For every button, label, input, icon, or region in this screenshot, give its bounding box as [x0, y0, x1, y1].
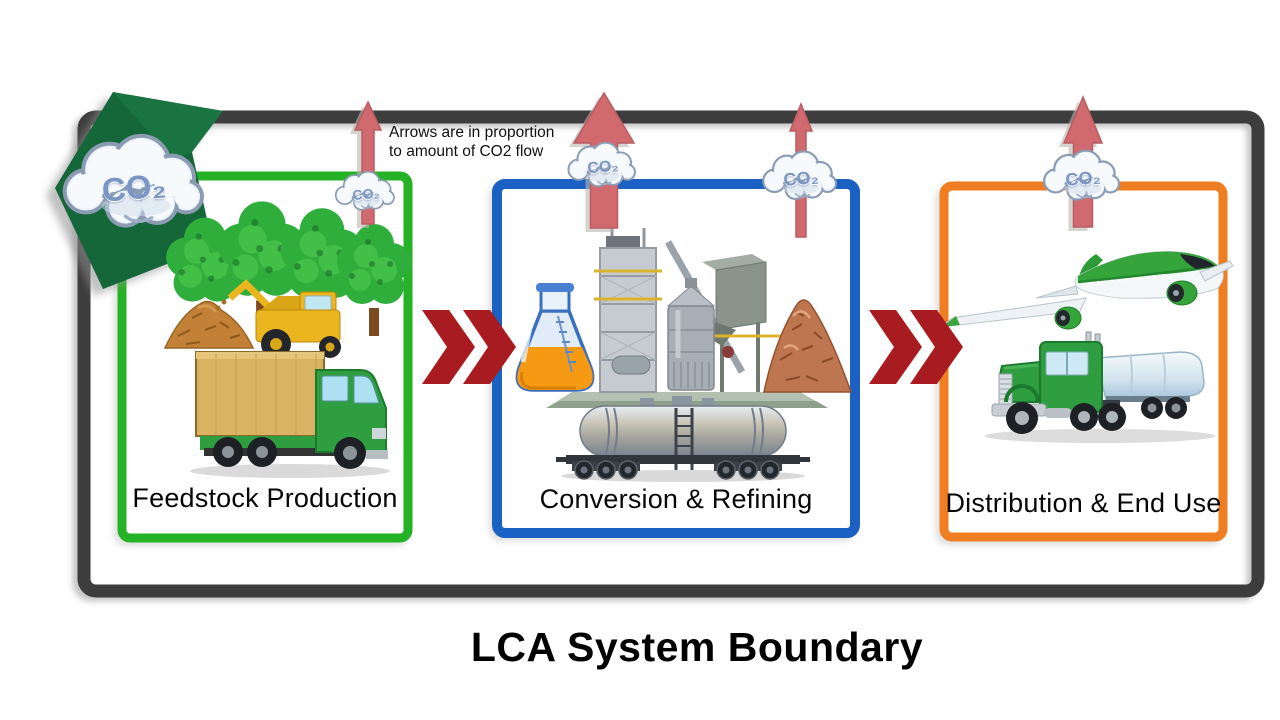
diagram-title: LCA System Boundary [470, 624, 924, 670]
system-boundary-box [77, 110, 1265, 598]
wood-chip-pile-icon [163, 300, 255, 349]
note-line-2: to amount of CO2 flow [389, 143, 544, 160]
stage-label-conversion: Conversion & Refining [539, 484, 813, 514]
stage-label-feedstock: Feedstock Production [132, 483, 398, 513]
conversion-chip-pile-icon [763, 299, 853, 393]
harvester-icon [215, 279, 341, 359]
box-truck-icon [190, 351, 390, 478]
tanker-truck-icon [985, 331, 1215, 443]
rail-tank-car-icon [556, 396, 810, 482]
emission-arrow-feedstock [353, 100, 383, 225]
refinery-icon [546, 222, 828, 408]
flask-icon [515, 283, 595, 392]
feedstock-illustrations [163, 201, 411, 478]
conversion-illustrations [515, 222, 853, 482]
stage-label-distribution: Distribution & End Use [945, 488, 1222, 518]
co2-note: Arrows are in proportion to amount of CO… [389, 123, 554, 161]
co2-label-uptake: CO₂ [100, 166, 168, 209]
co2-label-distribution: CO₂ [1064, 167, 1102, 190]
co2-label-conversion-left: CO₂ [586, 157, 620, 178]
co2-label-conversion-right: CO₂ [782, 167, 820, 190]
note-line-1: Arrows are in proportion [389, 124, 555, 141]
co2-label-feedstock: CO₂ [351, 184, 381, 204]
